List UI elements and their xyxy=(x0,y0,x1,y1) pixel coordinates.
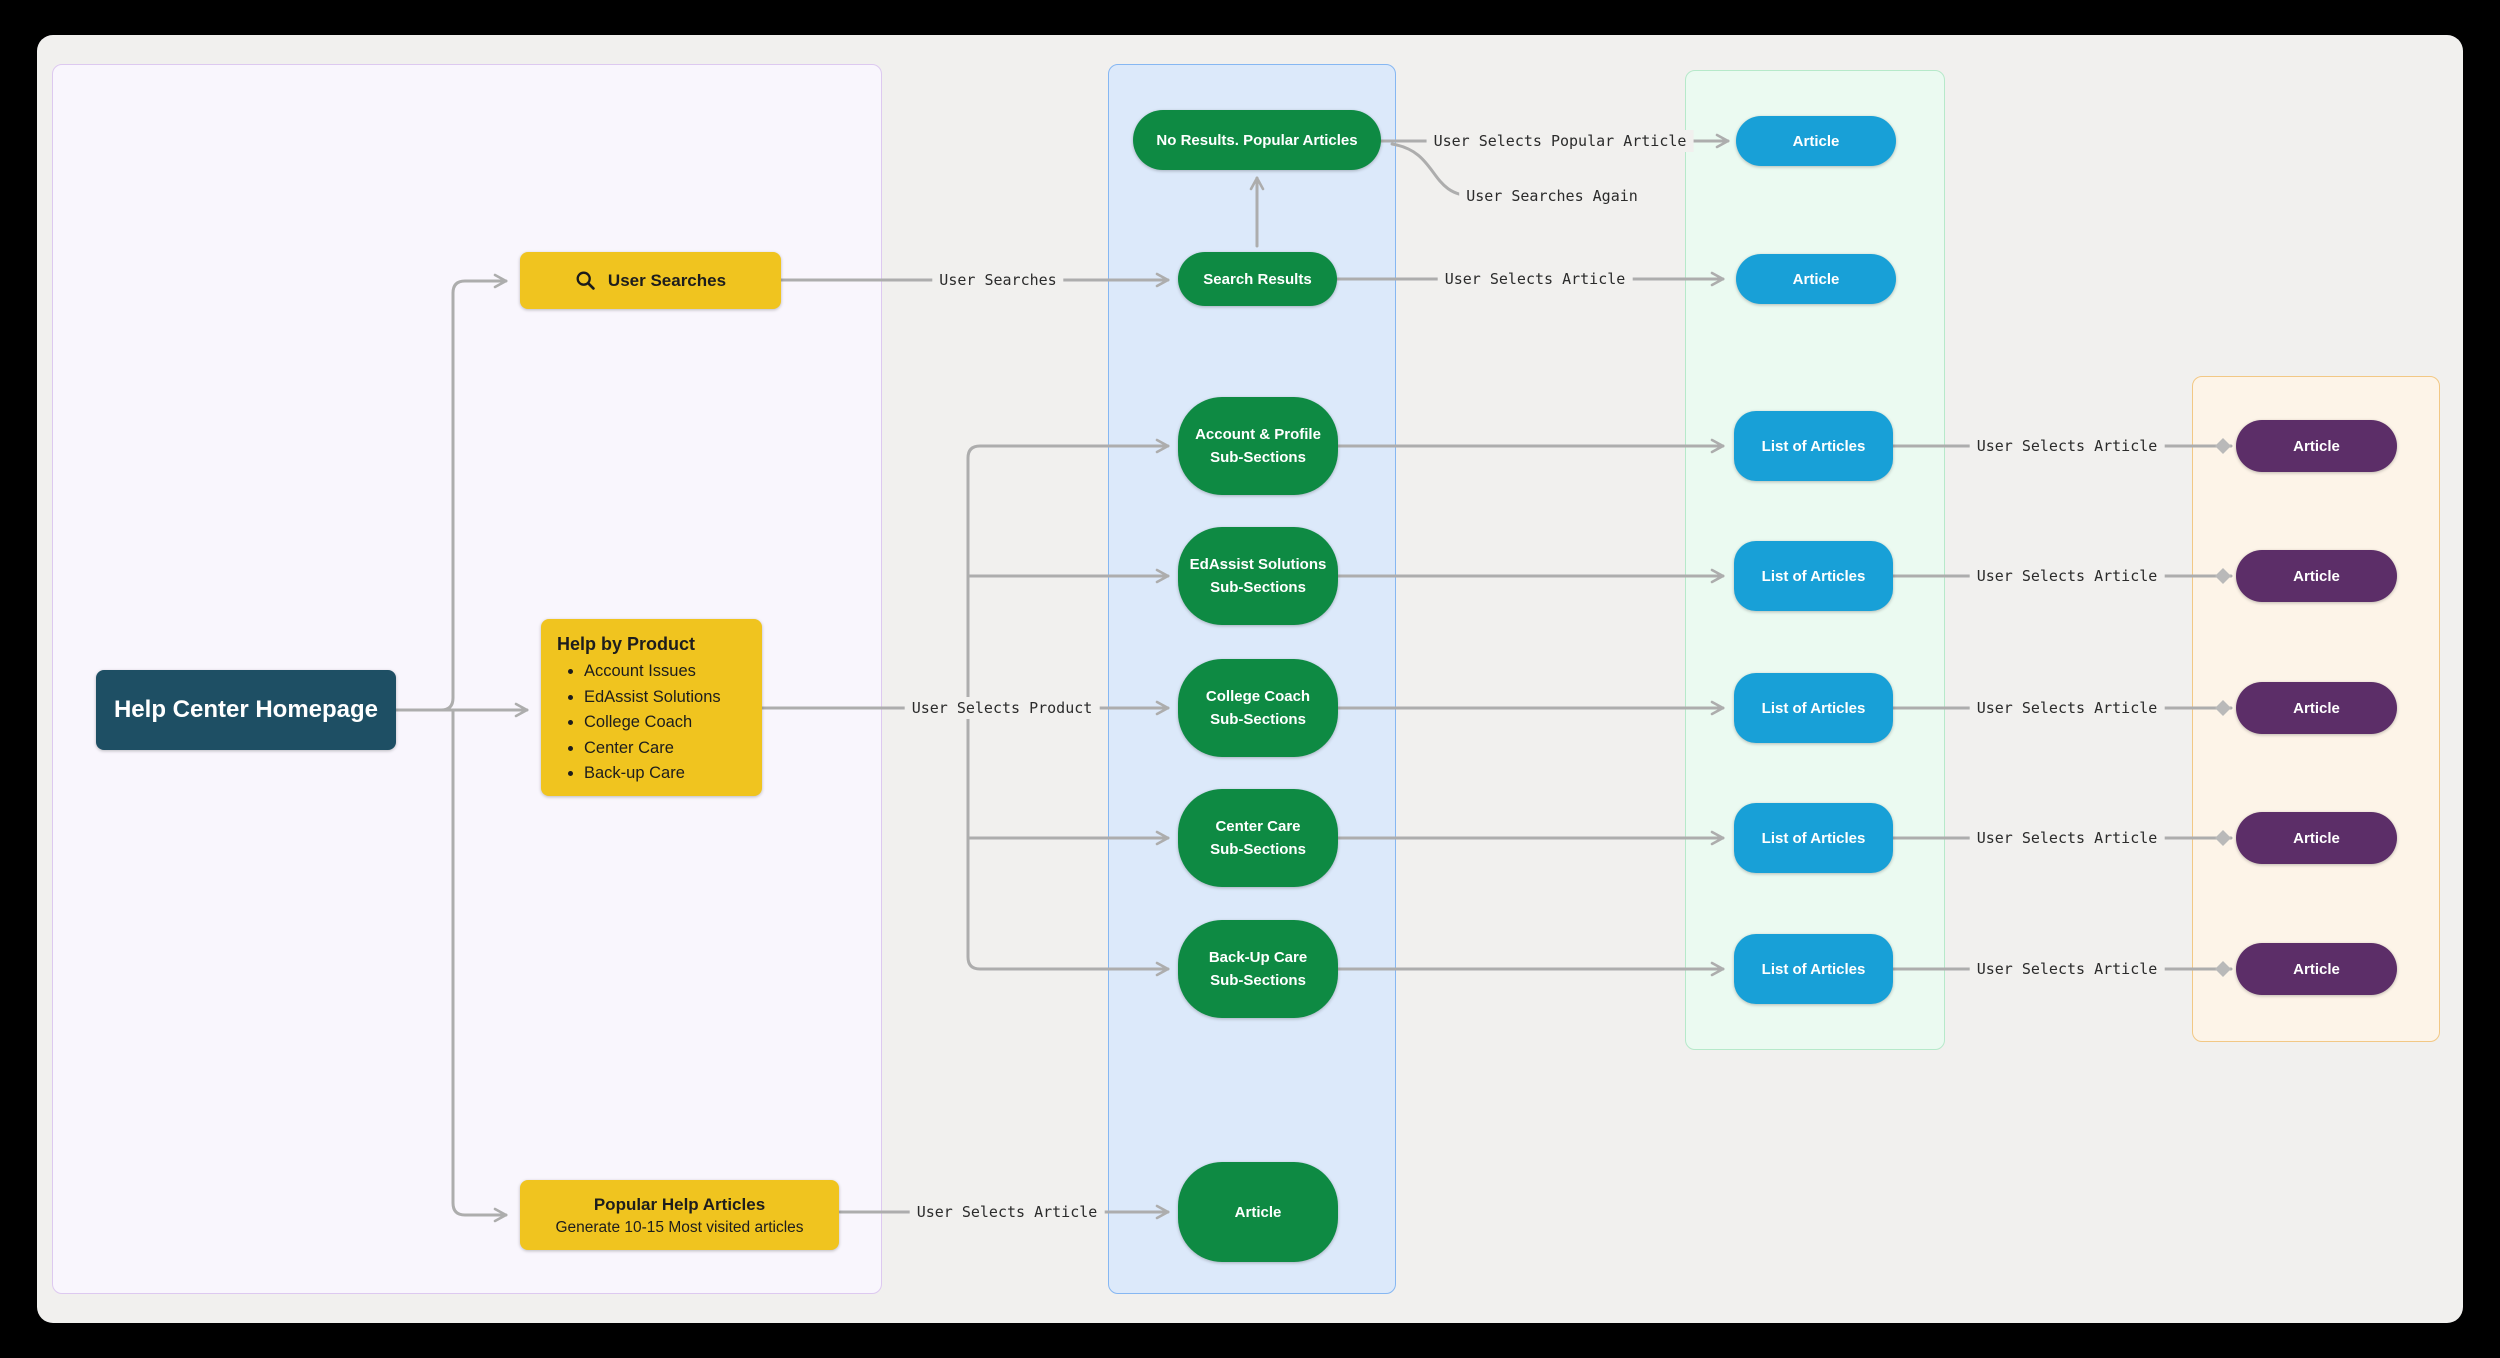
edge-label-user-selects-article[interactable]: User Selects Article xyxy=(1969,697,2165,719)
node-label-line1: Back-Up Care xyxy=(1208,949,1308,966)
node-subsection-account-profile[interactable]: Account & Profile Sub-Sections xyxy=(1178,397,1338,495)
node-subsection-college-coach[interactable]: College Coach Sub-Sections xyxy=(1178,659,1338,757)
node-label: List of Articles xyxy=(1761,960,1866,978)
node-label: List of Articles xyxy=(1761,829,1866,847)
node-article-final[interactable]: Article xyxy=(2236,682,2397,734)
node-article-popular[interactable]: Article xyxy=(1736,116,1896,166)
node-label: Article xyxy=(2293,960,2340,978)
node-label: Article xyxy=(2293,567,2340,585)
node-label: Article xyxy=(2293,829,2340,847)
node-title: Help by Product xyxy=(557,634,696,654)
product-list-item: EdAssist Solutions xyxy=(584,685,721,711)
node-label-line1: EdAssist Solutions xyxy=(1189,556,1327,573)
edge-label-user-selects-article[interactable]: User Selects Article xyxy=(1969,827,2165,849)
node-label: Help Center Homepage xyxy=(113,696,379,723)
node-subtitle: Generate 10-15 Most visited articles xyxy=(555,1218,804,1236)
node-article-final[interactable]: Article xyxy=(2236,550,2397,602)
node-label-line2: Sub-Sections xyxy=(1210,841,1306,858)
node-title: Popular Help Articles xyxy=(593,1194,766,1214)
node-no-results-popular-articles[interactable]: No Results. Popular Articles xyxy=(1133,110,1381,170)
node-label-line2: Sub-Sections xyxy=(1210,711,1306,728)
product-list-item: Back-up Care xyxy=(584,761,721,787)
node-list-of-articles[interactable]: List of Articles xyxy=(1734,803,1893,873)
node-label-line2: Sub-Sections xyxy=(1210,972,1306,989)
node-list-of-articles[interactable]: List of Articles xyxy=(1734,541,1893,611)
node-label-line2: Sub-Sections xyxy=(1210,579,1306,596)
node-label: List of Articles xyxy=(1761,699,1866,717)
node-label: List of Articles xyxy=(1761,567,1866,585)
product-list-item: College Coach xyxy=(584,710,721,736)
node-user-searches[interactable]: User Searches xyxy=(520,252,781,309)
node-help-center-homepage[interactable]: Help Center Homepage xyxy=(96,670,396,750)
node-article-final[interactable]: Article xyxy=(2236,943,2397,995)
node-subsection-edassist[interactable]: EdAssist Solutions Sub-Sections xyxy=(1178,527,1338,625)
node-label-line1: College Coach xyxy=(1205,688,1311,705)
edge-label-user-selects-article[interactable]: User Selects Article xyxy=(909,1201,1105,1223)
node-label: Article xyxy=(1792,270,1840,288)
node-label: List of Articles xyxy=(1761,437,1866,455)
node-subsection-backup-care[interactable]: Back-Up Care Sub-Sections xyxy=(1178,920,1338,1018)
edge-label-user-searches-again[interactable]: User Searches Again xyxy=(1459,185,1645,207)
product-list-item: Center Care xyxy=(584,736,721,762)
node-label: Article xyxy=(1792,132,1840,150)
node-list-of-articles[interactable]: List of Articles xyxy=(1734,934,1893,1004)
node-label-line1: Center Care xyxy=(1215,818,1301,835)
edge-label-user-selects-article[interactable]: User Selects Article xyxy=(1437,268,1633,290)
edge-label-user-selects-article[interactable]: User Selects Article xyxy=(1969,435,2165,457)
edge-label-user-selects-popular-article[interactable]: User Selects Popular Article xyxy=(1426,130,1694,152)
node-subsection-center-care[interactable]: Center Care Sub-Sections xyxy=(1178,789,1338,887)
node-list-of-articles[interactable]: List of Articles xyxy=(1734,411,1893,481)
node-label-line2: Sub-Sections xyxy=(1210,449,1306,466)
node-label: Article xyxy=(2293,437,2340,455)
node-label: Search Results xyxy=(1203,270,1312,288)
node-article-final[interactable]: Article xyxy=(2236,812,2397,864)
edge-label-user-searches[interactable]: User Searches xyxy=(932,269,1064,291)
search-icon xyxy=(576,271,595,290)
node-list-of-articles[interactable]: List of Articles xyxy=(1734,673,1893,743)
node-label: Article xyxy=(2293,699,2340,717)
node-label-line1: Account & Profile xyxy=(1195,426,1321,443)
node-search-results[interactable]: Search Results xyxy=(1178,252,1337,306)
edge-label-user-selects-article[interactable]: User Selects Article xyxy=(1969,958,2165,980)
node-article-search[interactable]: Article xyxy=(1736,254,1896,304)
product-list: Account Issues EdAssist Solutions Colleg… xyxy=(557,659,721,787)
node-label: No Results. Popular Articles xyxy=(1156,131,1358,149)
node-label: User Searches xyxy=(607,270,727,290)
edge-label-user-selects-product[interactable]: User Selects Product xyxy=(904,697,1100,719)
node-article-direct[interactable]: Article xyxy=(1178,1162,1338,1262)
node-label: Article xyxy=(1234,1203,1282,1221)
node-help-by-product[interactable]: Help by Product Account Issues EdAssist … xyxy=(541,619,762,796)
node-article-final[interactable]: Article xyxy=(2236,420,2397,472)
edge-label-user-selects-article[interactable]: User Selects Article xyxy=(1969,565,2165,587)
product-list-item: Account Issues xyxy=(584,659,721,685)
node-popular-help-articles[interactable]: Popular Help Articles Generate 10-15 Mos… xyxy=(520,1180,839,1250)
